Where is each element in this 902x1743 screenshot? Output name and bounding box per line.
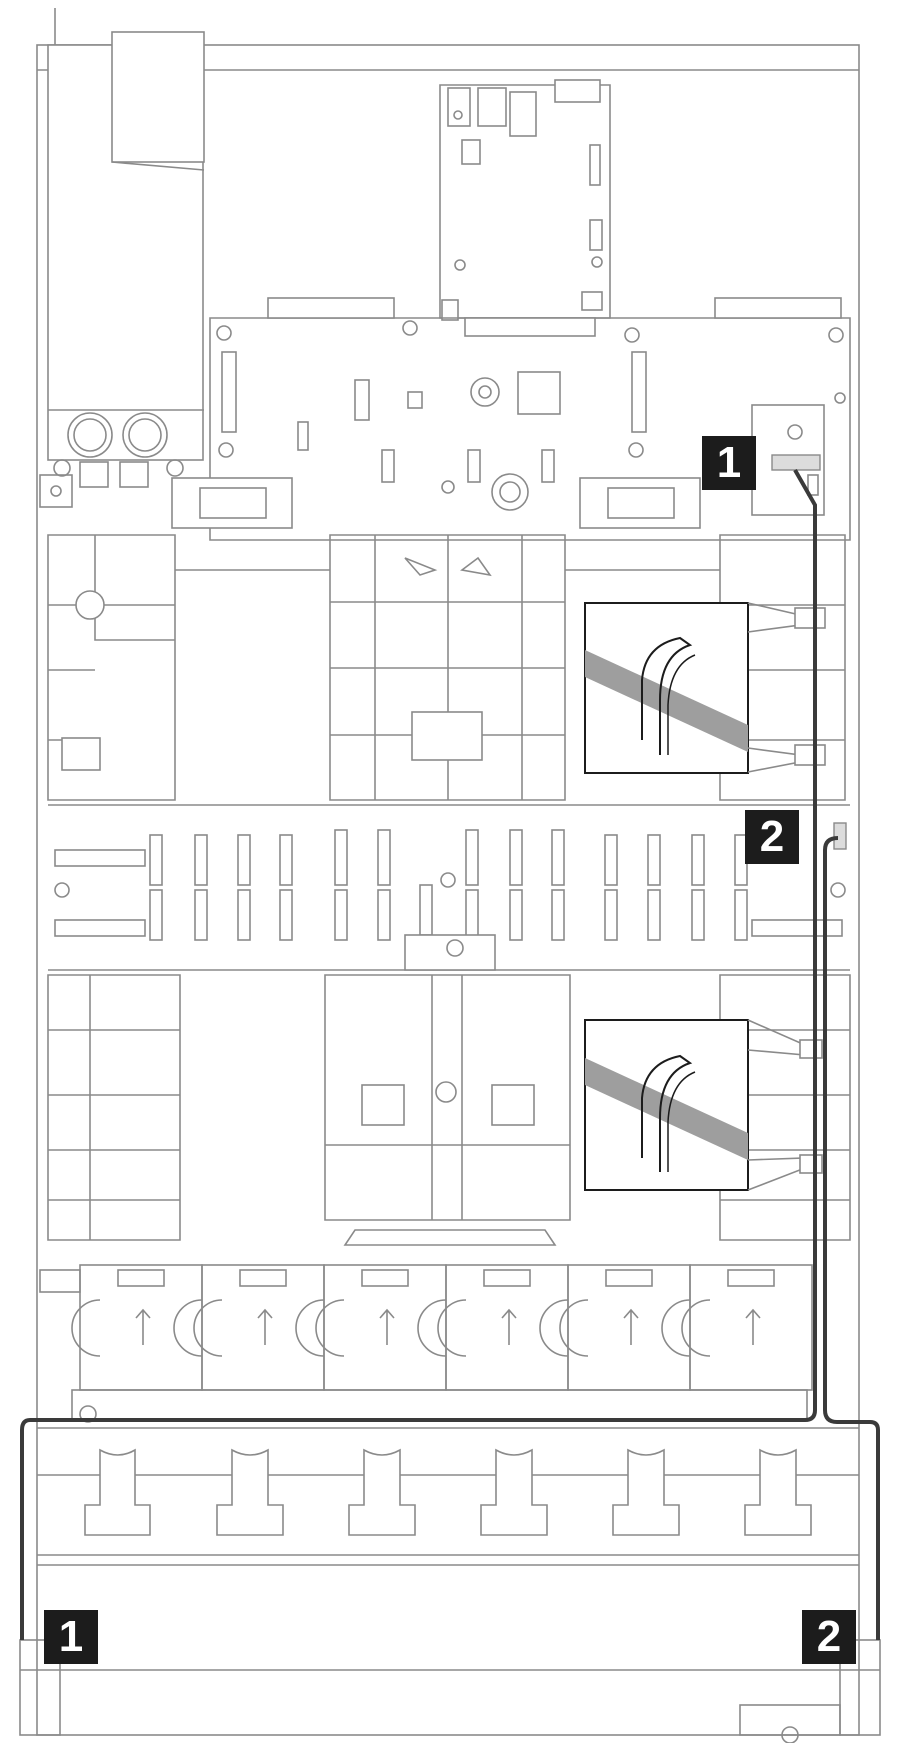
- fan-row: [39, 1264, 813, 1423]
- detail-inset-lower: [584, 1019, 823, 1191]
- connectors: [771, 454, 847, 850]
- processor-area-upper: [47, 534, 846, 801]
- processor-area-lower: [47, 974, 851, 1246]
- power-supply-unit: [39, 31, 205, 508]
- cable-2: [823, 836, 880, 1640]
- cables: [20, 469, 880, 1640]
- detail-inset-upper: [584, 602, 826, 774]
- callout-2-bottom: 2: [802, 1610, 856, 1664]
- callout-2-top: 2: [745, 810, 799, 864]
- memory-slot-row: [48, 804, 850, 971]
- callout-1-top: 1: [702, 436, 756, 490]
- cable-1: [20, 469, 817, 1640]
- system-board: [171, 297, 851, 541]
- callout-1-bottom: 1: [44, 1610, 98, 1664]
- io-board: [439, 79, 611, 321]
- drive-bay: [19, 1427, 881, 1743]
